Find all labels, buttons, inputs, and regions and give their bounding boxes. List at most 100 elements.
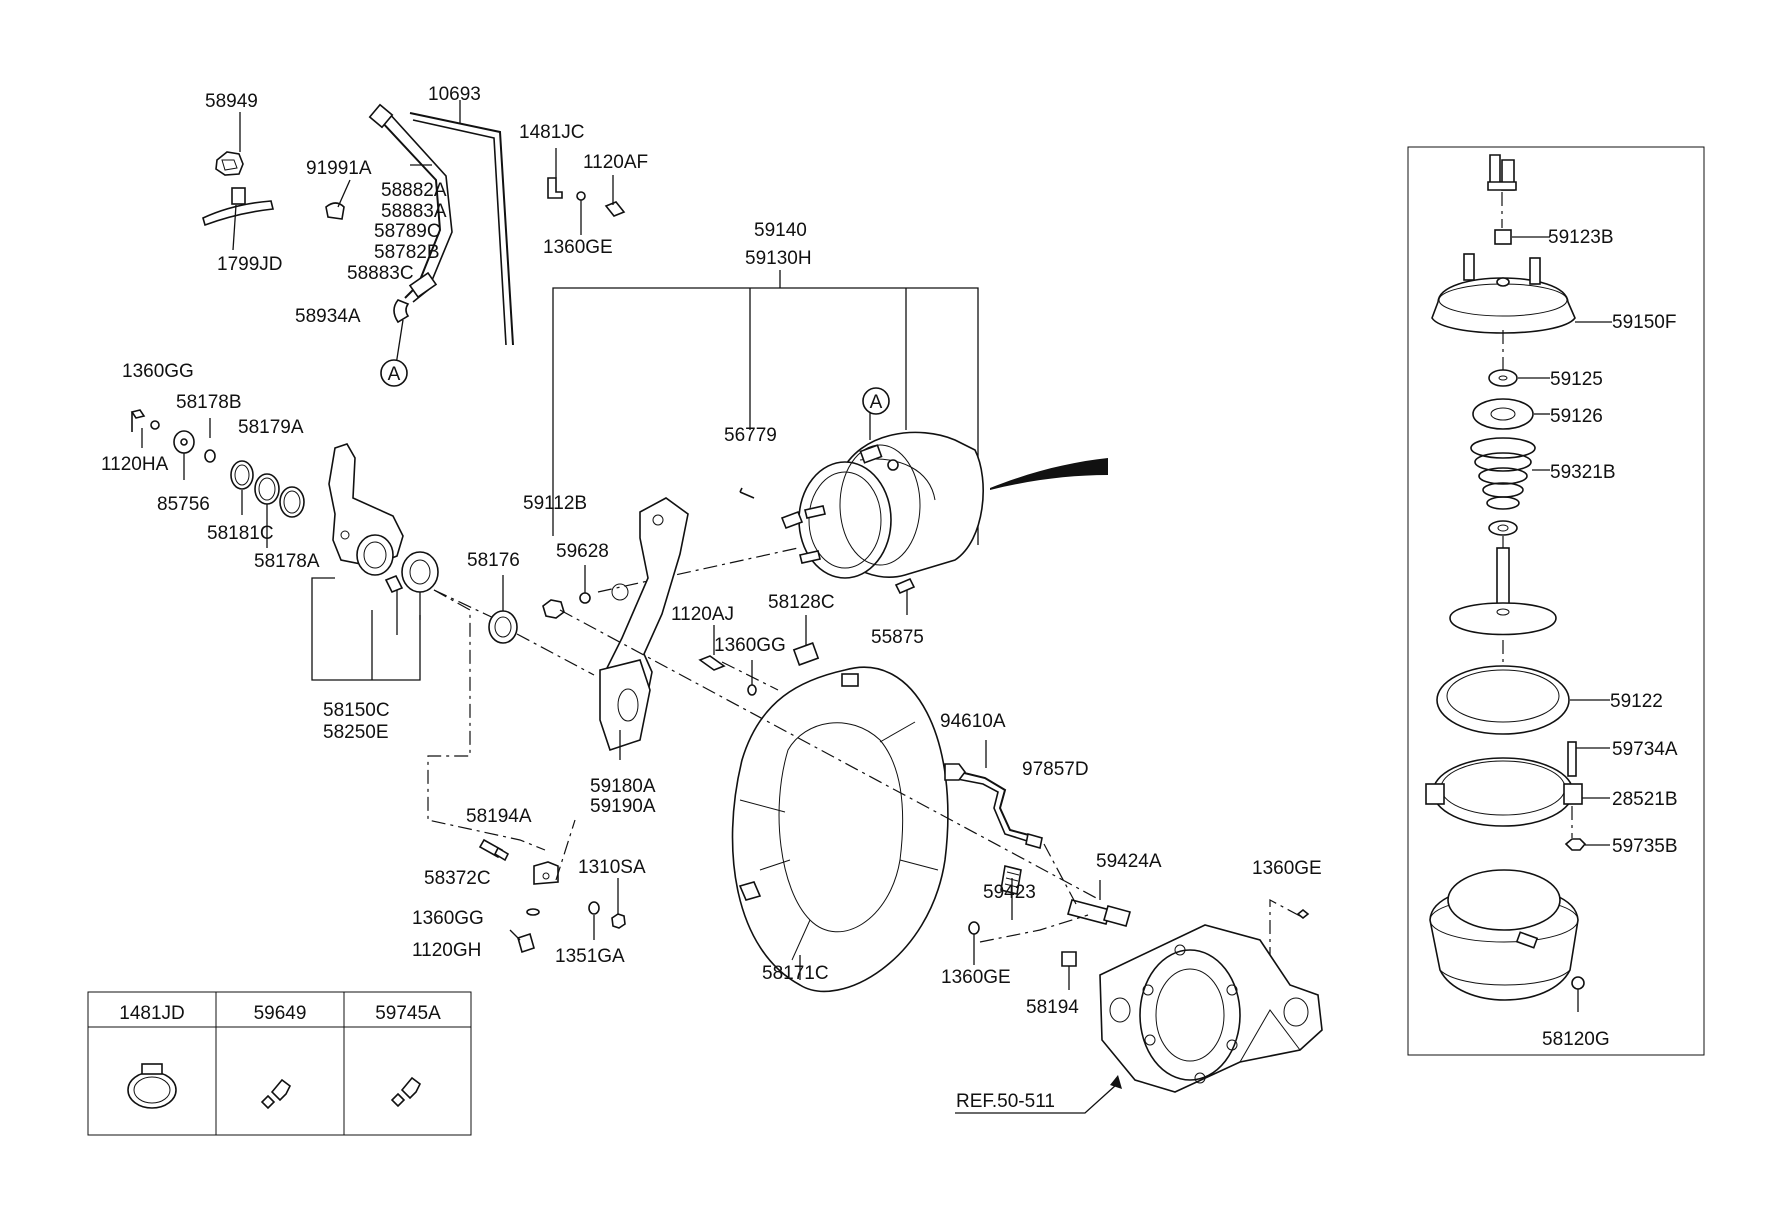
chamber-clevis <box>780 510 804 530</box>
brake-chamber: A <box>597 387 1108 615</box>
shield-outline <box>731 666 949 993</box>
label-58250E: 58250E <box>323 722 389 743</box>
label-94610A: 94610A <box>940 711 1006 732</box>
label-58178B: 58178B <box>176 392 242 413</box>
push-rod <box>1496 547 1510 611</box>
label-1360GE-c: 1360GE <box>1252 858 1322 879</box>
wire-97857D <box>951 769 1041 839</box>
chamber-stud-2 <box>799 550 821 564</box>
sensor-59424A <box>1067 899 1111 925</box>
bracket-flange <box>599 659 651 752</box>
clip-58949-shape <box>215 151 244 176</box>
label-91991A: 91991A <box>306 158 372 179</box>
spring-59321B <box>1470 437 1536 510</box>
label-1360GE-top: 1360GE <box>543 237 613 258</box>
table-header-59649: 59649 <box>254 1003 307 1024</box>
circle-A-2 <box>862 387 890 415</box>
washer-58178B <box>204 449 216 463</box>
nut-59123B <box>1494 229 1512 245</box>
label-58128C: 58128C <box>768 592 835 613</box>
pipe-end <box>368 103 394 129</box>
label-59628: 59628 <box>556 541 609 562</box>
label-59130H: 59130H <box>745 248 812 269</box>
plate-58128C <box>792 642 820 666</box>
chamber-stud-1 <box>804 505 826 519</box>
label-59734A: 59734A <box>1612 739 1678 760</box>
slack-adjuster-arm <box>328 443 404 567</box>
label-97857D: 97857D <box>1022 759 1089 780</box>
shield-notch-bottom <box>738 881 762 901</box>
label-1481JC: 1481JC <box>519 122 585 143</box>
shield-notch-top <box>841 673 859 687</box>
dust-shield-58171C <box>559 609 1101 993</box>
label-1120AF: 1120AF <box>583 152 648 173</box>
chamber-port <box>859 444 883 464</box>
cover-59150F <box>1431 277 1576 334</box>
lower-fasteners <box>478 819 626 954</box>
label-58949: 58949 <box>205 91 258 112</box>
washer-1360GG-a <box>130 409 146 419</box>
label-59180A: 59180A <box>590 776 656 797</box>
label-58178A: 58178A <box>254 551 320 572</box>
washer-58176 <box>488 610 518 644</box>
label-1360GE-b: 1360GE <box>941 967 1011 988</box>
bolt-59734A <box>1567 741 1577 777</box>
label-59423: 59423 <box>983 882 1036 903</box>
label-58883A: 58883A <box>381 201 447 222</box>
hub-housing <box>955 924 1323 1114</box>
ref-arrow <box>1110 1075 1122 1089</box>
label-58883C: 58883C <box>347 263 414 284</box>
clamp-28521B <box>1432 757 1574 827</box>
circle-A-1-label: A <box>388 364 401 385</box>
elbow-58934A <box>393 299 410 324</box>
spring-seat <box>1488 520 1518 536</box>
label-55875: 55875 <box>871 627 924 648</box>
slack-adjuster-group <box>130 409 595 851</box>
nut-1310SA <box>611 913 626 929</box>
chamber-detail-box <box>1407 146 1705 1056</box>
label-1120HA: 1120HA <box>101 454 169 475</box>
nut-59735B <box>1564 838 1587 851</box>
bracket-1481JC <box>547 177 563 199</box>
assembly-59140-leaders <box>552 270 979 545</box>
clip-58949-inner <box>221 159 238 171</box>
hose-group: A <box>202 100 514 387</box>
label-58934A: 58934A <box>295 306 361 327</box>
pin-56779 <box>739 487 755 499</box>
fastener-group-top <box>547 148 626 235</box>
label-1360GG-a: 1360GG <box>122 361 194 382</box>
label-58181C: 58181C <box>207 523 274 544</box>
label-59122: 59122 <box>1610 691 1663 712</box>
label-58179A: 58179A <box>238 417 304 438</box>
detail-box <box>1407 146 1705 1056</box>
label-ref: REF.50-511 <box>956 1091 1055 1112</box>
bolt-1120AF <box>604 201 626 217</box>
label-85756: 85756 <box>157 494 210 515</box>
label-58176: 58176 <box>467 550 520 571</box>
strap-buckle <box>231 187 246 205</box>
label-1310SA: 1310SA <box>578 857 646 878</box>
label-58782B: 58782B <box>374 242 440 263</box>
label-58882A: 58882A <box>381 180 447 201</box>
diaphragm-plate <box>1449 602 1557 636</box>
plug-58120G <box>1571 976 1585 990</box>
label-59424A: 59424A <box>1096 851 1162 872</box>
label-58194: 58194 <box>1026 997 1079 1018</box>
bolt-58194 <box>1061 951 1077 967</box>
label-10693: 10693 <box>428 84 481 105</box>
bracket-59180A <box>542 497 689 760</box>
washer-59628 <box>579 592 591 604</box>
clevis-top <box>1489 154 1501 186</box>
connector-94610A <box>944 763 966 781</box>
fitting-59649 <box>270 1078 292 1102</box>
sensor-tip <box>1025 832 1043 850</box>
arrow-wedge <box>990 458 1108 490</box>
label-59112B: 59112B <box>523 493 587 514</box>
washer-59125 <box>1488 369 1518 387</box>
strap-1799JD-shape <box>202 200 274 227</box>
clip-91991A-shape <box>325 202 345 220</box>
label-56779: 56779 <box>724 425 777 446</box>
label-58372C: 58372C <box>424 868 491 889</box>
table-header-59745A: 59745A <box>375 1003 441 1024</box>
